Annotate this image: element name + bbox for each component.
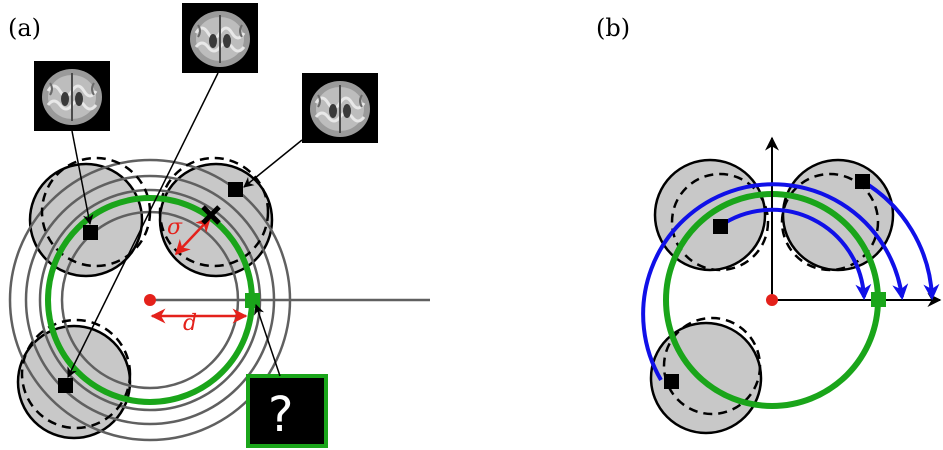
- rotation-arc-1: [641, 182, 909, 382]
- center-point-b: [766, 294, 778, 306]
- arrow-thumbnail-1: [71, 130, 94, 226]
- sample-square-2: [228, 182, 243, 197]
- sample-square-3: [58, 378, 73, 393]
- rotation-arc-2: [718, 207, 872, 301]
- center-point: [144, 294, 156, 306]
- sample-square-b3: [664, 374, 679, 389]
- panel-a: (a) d σ: [8, 1, 430, 448]
- cross-marker: [201, 205, 221, 225]
- sample-square-b1: [713, 219, 728, 234]
- panel-label-b: (b): [596, 14, 630, 42]
- dashed-circles-b: [662, 172, 880, 416]
- panel-label-a: (a): [8, 14, 41, 42]
- distance-symbol: d: [183, 311, 197, 336]
- brain-mri-thumbnail-2: [180, 1, 260, 75]
- query-square: [245, 293, 260, 308]
- rotation-arc-3: [860, 179, 940, 301]
- arrow-query: [254, 304, 281, 377]
- sigma-symbol: σ: [167, 215, 183, 240]
- query-box: ?: [246, 374, 328, 448]
- query-square-b: [871, 292, 886, 307]
- sample-square-1: [83, 225, 98, 240]
- panel-b: (b): [596, 14, 942, 435]
- sample-square-b2: [855, 174, 870, 189]
- brain-mri-thumbnail-1: [32, 59, 112, 133]
- question-mark: ?: [268, 387, 293, 443]
- arrow-thumbnail-2: [67, 72, 219, 378]
- arrow-thumbnail-3: [243, 139, 303, 188]
- brain-mri-thumbnail-3: [300, 71, 380, 145]
